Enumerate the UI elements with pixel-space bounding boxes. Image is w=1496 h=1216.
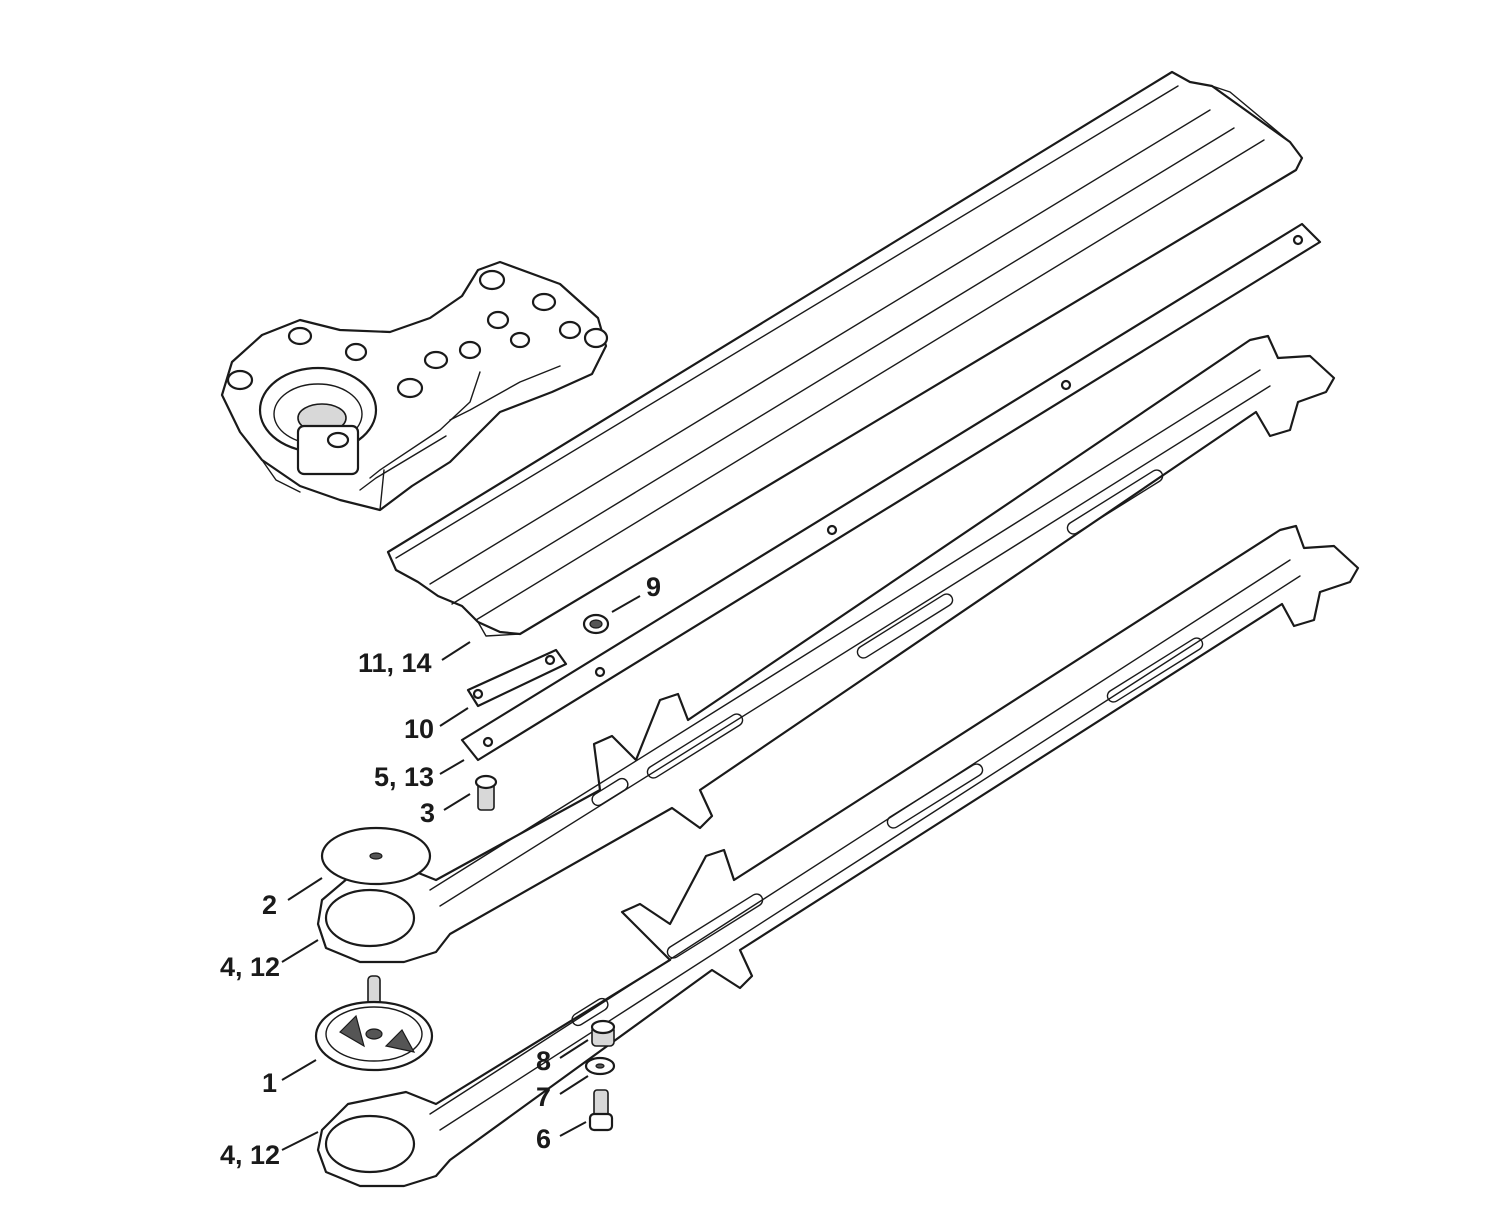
small-washer-illustration	[584, 1056, 616, 1076]
leader-lines	[281, 595, 641, 1151]
upper-blade-illustration	[316, 334, 1336, 964]
callout-label-plate: 10	[404, 714, 434, 744]
gear-housing-illustration	[220, 260, 609, 512]
callout-labels: 11, 14 9 10 5, 13 3 2 4, 12 1 4, 12 8 7 …	[220, 572, 661, 1170]
callout-label-nut: 9	[646, 572, 661, 602]
callout-label-bar: 5, 13	[374, 762, 434, 792]
bolt-illustration	[588, 1089, 614, 1132]
callout-label-bolt: 6	[536, 1124, 551, 1154]
callout-label-blade-lower: 4, 12	[220, 1140, 280, 1170]
callout-label-small-washer: 7	[536, 1082, 551, 1112]
callout-label-small-nut: 8	[536, 1046, 551, 1076]
guide-bar-illustration	[460, 222, 1322, 762]
callout-label-guard: 11, 14	[358, 648, 432, 678]
screw-illustration	[474, 774, 498, 811]
callout-label-screw: 3	[420, 798, 435, 828]
nut-illustration	[582, 613, 610, 635]
callout-label-blade-upper: 4, 12	[220, 952, 280, 982]
plate-illustration	[466, 648, 568, 708]
callout-label-gear: 1	[262, 1068, 277, 1098]
gear-illustration	[314, 975, 434, 1072]
small-nut-illustration	[590, 1019, 616, 1047]
blade-guard-illustration	[386, 70, 1304, 637]
lower-blade-illustration	[316, 524, 1360, 1188]
callout-label-washer-disc: 2	[262, 890, 277, 920]
washer-disc-illustration	[320, 826, 432, 886]
